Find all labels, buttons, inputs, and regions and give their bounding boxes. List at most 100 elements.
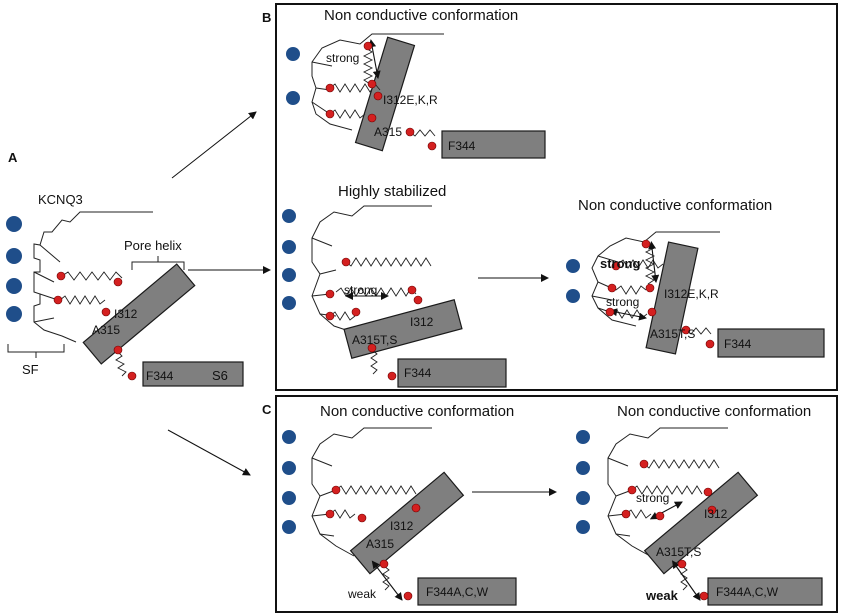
potassium-ion — [282, 296, 296, 310]
strong-label: strong — [606, 295, 639, 309]
residue-marker — [677, 559, 687, 569]
residue-marker — [325, 509, 335, 519]
residue-marker — [627, 485, 637, 495]
residue-marker — [367, 343, 377, 353]
a315-label: A315 — [366, 537, 394, 551]
weak-label: weak — [347, 587, 377, 601]
residue-marker — [655, 511, 665, 521]
potassium-ion — [576, 430, 590, 444]
weak-label: weak — [645, 588, 679, 603]
residue-marker — [403, 591, 413, 601]
potassium-ion — [576, 520, 590, 534]
panel-label-c: C — [262, 402, 272, 417]
panel-c-frame — [275, 395, 838, 613]
weak-interaction-arrow — [371, 560, 403, 601]
interaction-spring — [61, 271, 123, 281]
f344-label: F344 — [146, 369, 174, 383]
weak-interaction-arrow — [671, 560, 701, 601]
strong-interaction-arrow — [648, 241, 660, 283]
a315-label: A315 — [92, 323, 120, 337]
pore-helix-bracket — [131, 256, 185, 270]
potassium-ion — [282, 430, 296, 444]
a315-label: A315 — [374, 125, 402, 139]
residue-marker — [325, 109, 335, 119]
s6-helix — [707, 577, 823, 606]
residue-marker — [53, 295, 63, 305]
pore-helix — [82, 263, 196, 365]
panel-b-right-title: Non conductive conformation — [578, 197, 772, 214]
strong-label: strong — [600, 256, 641, 271]
mutant-label: A315T,S — [650, 327, 695, 341]
potassium-ion — [6, 306, 22, 322]
panel-b-top-diagram: Non conductive conformation strong I312E… — [286, 7, 546, 159]
potassium-ion — [6, 248, 22, 264]
pore-helix — [349, 471, 465, 575]
strong-label: strong — [326, 51, 359, 65]
residue-marker — [427, 141, 437, 151]
residue-marker — [405, 127, 415, 137]
potassium-ion — [576, 491, 590, 505]
i312-label: I312 — [704, 507, 728, 521]
potassium-ion — [282, 461, 296, 475]
panel-b-frame — [275, 3, 838, 391]
residue-marker — [379, 559, 389, 569]
s6-helix — [417, 577, 517, 606]
residue-marker — [707, 505, 717, 515]
residue-marker — [605, 307, 615, 317]
i312-label: I312 — [410, 315, 434, 329]
residue-marker — [341, 257, 351, 267]
mutant-label: F344A,C,W — [716, 585, 779, 599]
panel-c-right-diagram: Non conductive conformation strong I312 … — [576, 403, 823, 606]
residue-marker — [681, 325, 691, 335]
residue-marker — [325, 289, 335, 299]
i312-label: I312 — [114, 307, 138, 321]
residue-marker — [705, 339, 715, 349]
pore-helix — [643, 471, 759, 575]
mutant-label: A315T,S — [352, 333, 397, 347]
residue-marker — [113, 277, 123, 287]
s6-helix — [142, 361, 244, 387]
sf-bracket — [7, 344, 65, 358]
sf-label: SF — [22, 362, 39, 377]
residue-marker — [325, 83, 335, 93]
residue-marker — [113, 345, 123, 355]
s6-helix — [717, 328, 825, 358]
residue-marker — [367, 113, 377, 123]
residue-marker — [647, 307, 657, 317]
residue-marker — [325, 311, 335, 321]
a315-label: A315T,S — [656, 545, 701, 559]
channel-label: KCNQ3 — [38, 192, 83, 207]
potassium-ion — [576, 461, 590, 475]
residue-marker — [373, 91, 383, 101]
residue-marker — [56, 271, 66, 281]
potassium-ion — [566, 289, 580, 303]
s6-helix — [441, 130, 546, 159]
pore-helix — [343, 299, 463, 359]
residue-marker — [641, 239, 651, 249]
arrow-a-to-b-top — [171, 111, 257, 179]
residue-marker — [351, 307, 361, 317]
i312-label: I312 — [390, 519, 414, 533]
strong-label: strong — [344, 283, 377, 297]
panel-a-diagram: KCNQ3 Pore helix I312 A315 F344 S6 SF — [6, 192, 244, 387]
residue-marker — [127, 371, 137, 381]
potassium-ion — [282, 209, 296, 223]
panel-c-left-title: Non conductive conformation — [320, 403, 514, 420]
residue-marker — [387, 371, 397, 381]
residue-marker — [363, 41, 373, 51]
potassium-ion — [282, 520, 296, 534]
panel-label-b: B — [262, 10, 271, 25]
potassium-ion — [286, 47, 300, 61]
panel-b-left-diagram: Highly stabilized strong I312 A315T,S F3… — [282, 183, 507, 388]
residue-marker — [413, 295, 423, 305]
residue-marker — [357, 513, 367, 523]
f344-label: F344 — [724, 337, 752, 351]
residue-marker — [331, 485, 341, 495]
residue-marker — [645, 283, 655, 293]
potassium-ion — [282, 240, 296, 254]
residue-marker — [607, 283, 617, 293]
potassium-ion — [282, 268, 296, 282]
residue-marker — [367, 79, 377, 89]
mutant-label: I312E,K,R — [664, 287, 719, 301]
